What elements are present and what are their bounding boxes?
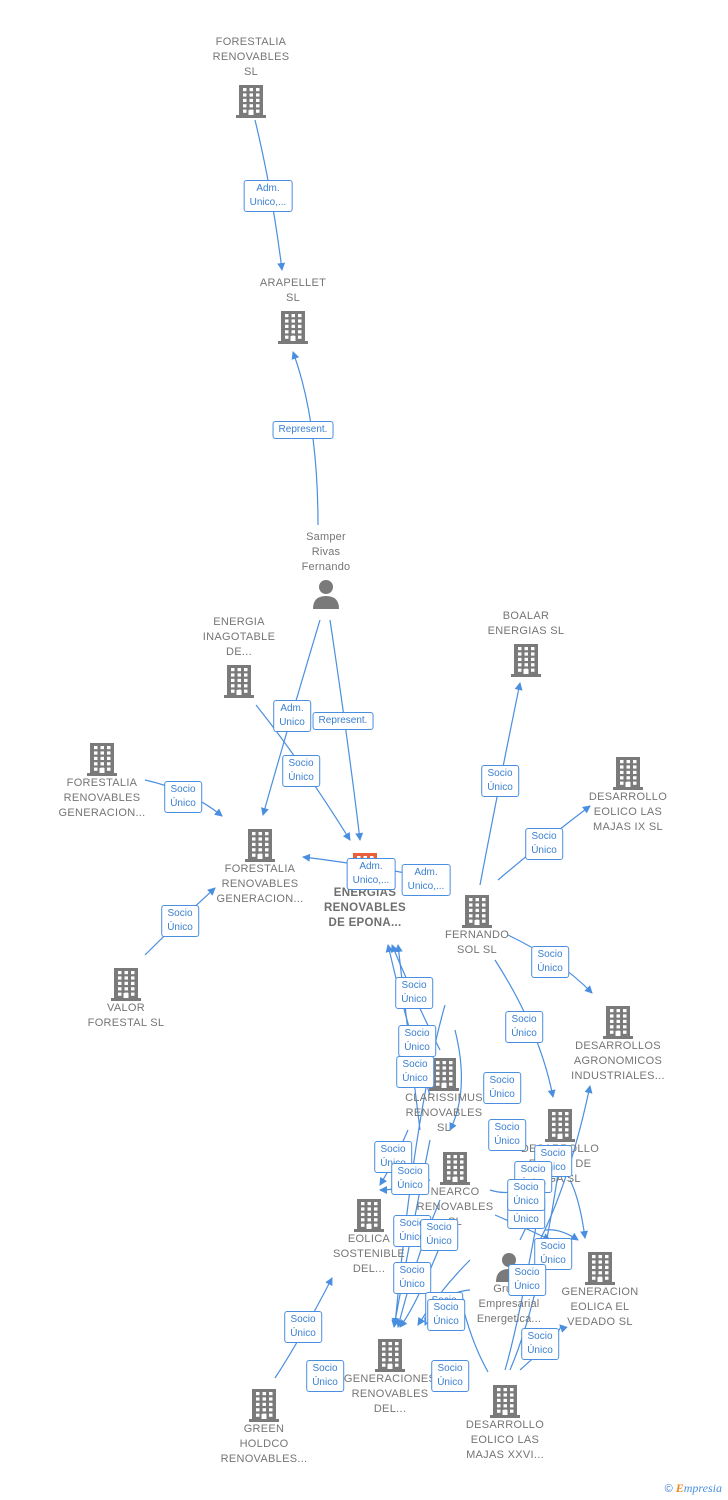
edge-line [395,1199,441,1328]
relation-label[interactable]: Adm.Unico [273,700,311,732]
building-icon [417,894,537,928]
building-icon [179,664,299,698]
building-icon [500,1108,620,1142]
building-icon [233,310,353,344]
building-icon [66,967,186,1001]
building-icon [558,1005,678,1039]
relation-label[interactable]: Adm.Unico,... [243,180,293,212]
edge-line [569,1179,589,1239]
brand-initial: E [675,1481,684,1495]
node-label: NEARCORENOVABLESSL [416,1186,494,1228]
building-icon [309,1198,429,1232]
copyright-symbol: © [664,1483,673,1495]
edge-line [449,1029,463,1131]
node-nearco[interactable]: NEARCORENOVABLESSL [395,1147,515,1230]
building-icon [466,643,586,677]
edge-line [329,619,364,841]
building-icon [568,756,688,790]
building-icon [204,1388,324,1422]
relation-label[interactable]: Adm.Unico,... [401,864,451,896]
building-icon [384,1057,504,1091]
building-icon [540,1251,660,1285]
building-icon [445,1384,565,1418]
building-icon [330,1338,450,1372]
footer-brand: © Empresia [665,1481,722,1496]
relation-label[interactable]: Represent. [272,421,334,439]
person-icon [266,579,386,609]
building-icon [191,84,311,118]
building-icon [42,742,162,776]
relation-label[interactable]: Adm.Unico,... [346,858,396,890]
brand-name: mpresia [683,1481,722,1495]
building-icon [200,828,320,862]
edge-line [417,1259,471,1326]
edge-line [544,1229,579,1241]
brand-logo: Empresia [676,1481,722,1495]
relation-label[interactable]: Represent. [312,712,374,730]
building-icon [395,1151,515,1185]
